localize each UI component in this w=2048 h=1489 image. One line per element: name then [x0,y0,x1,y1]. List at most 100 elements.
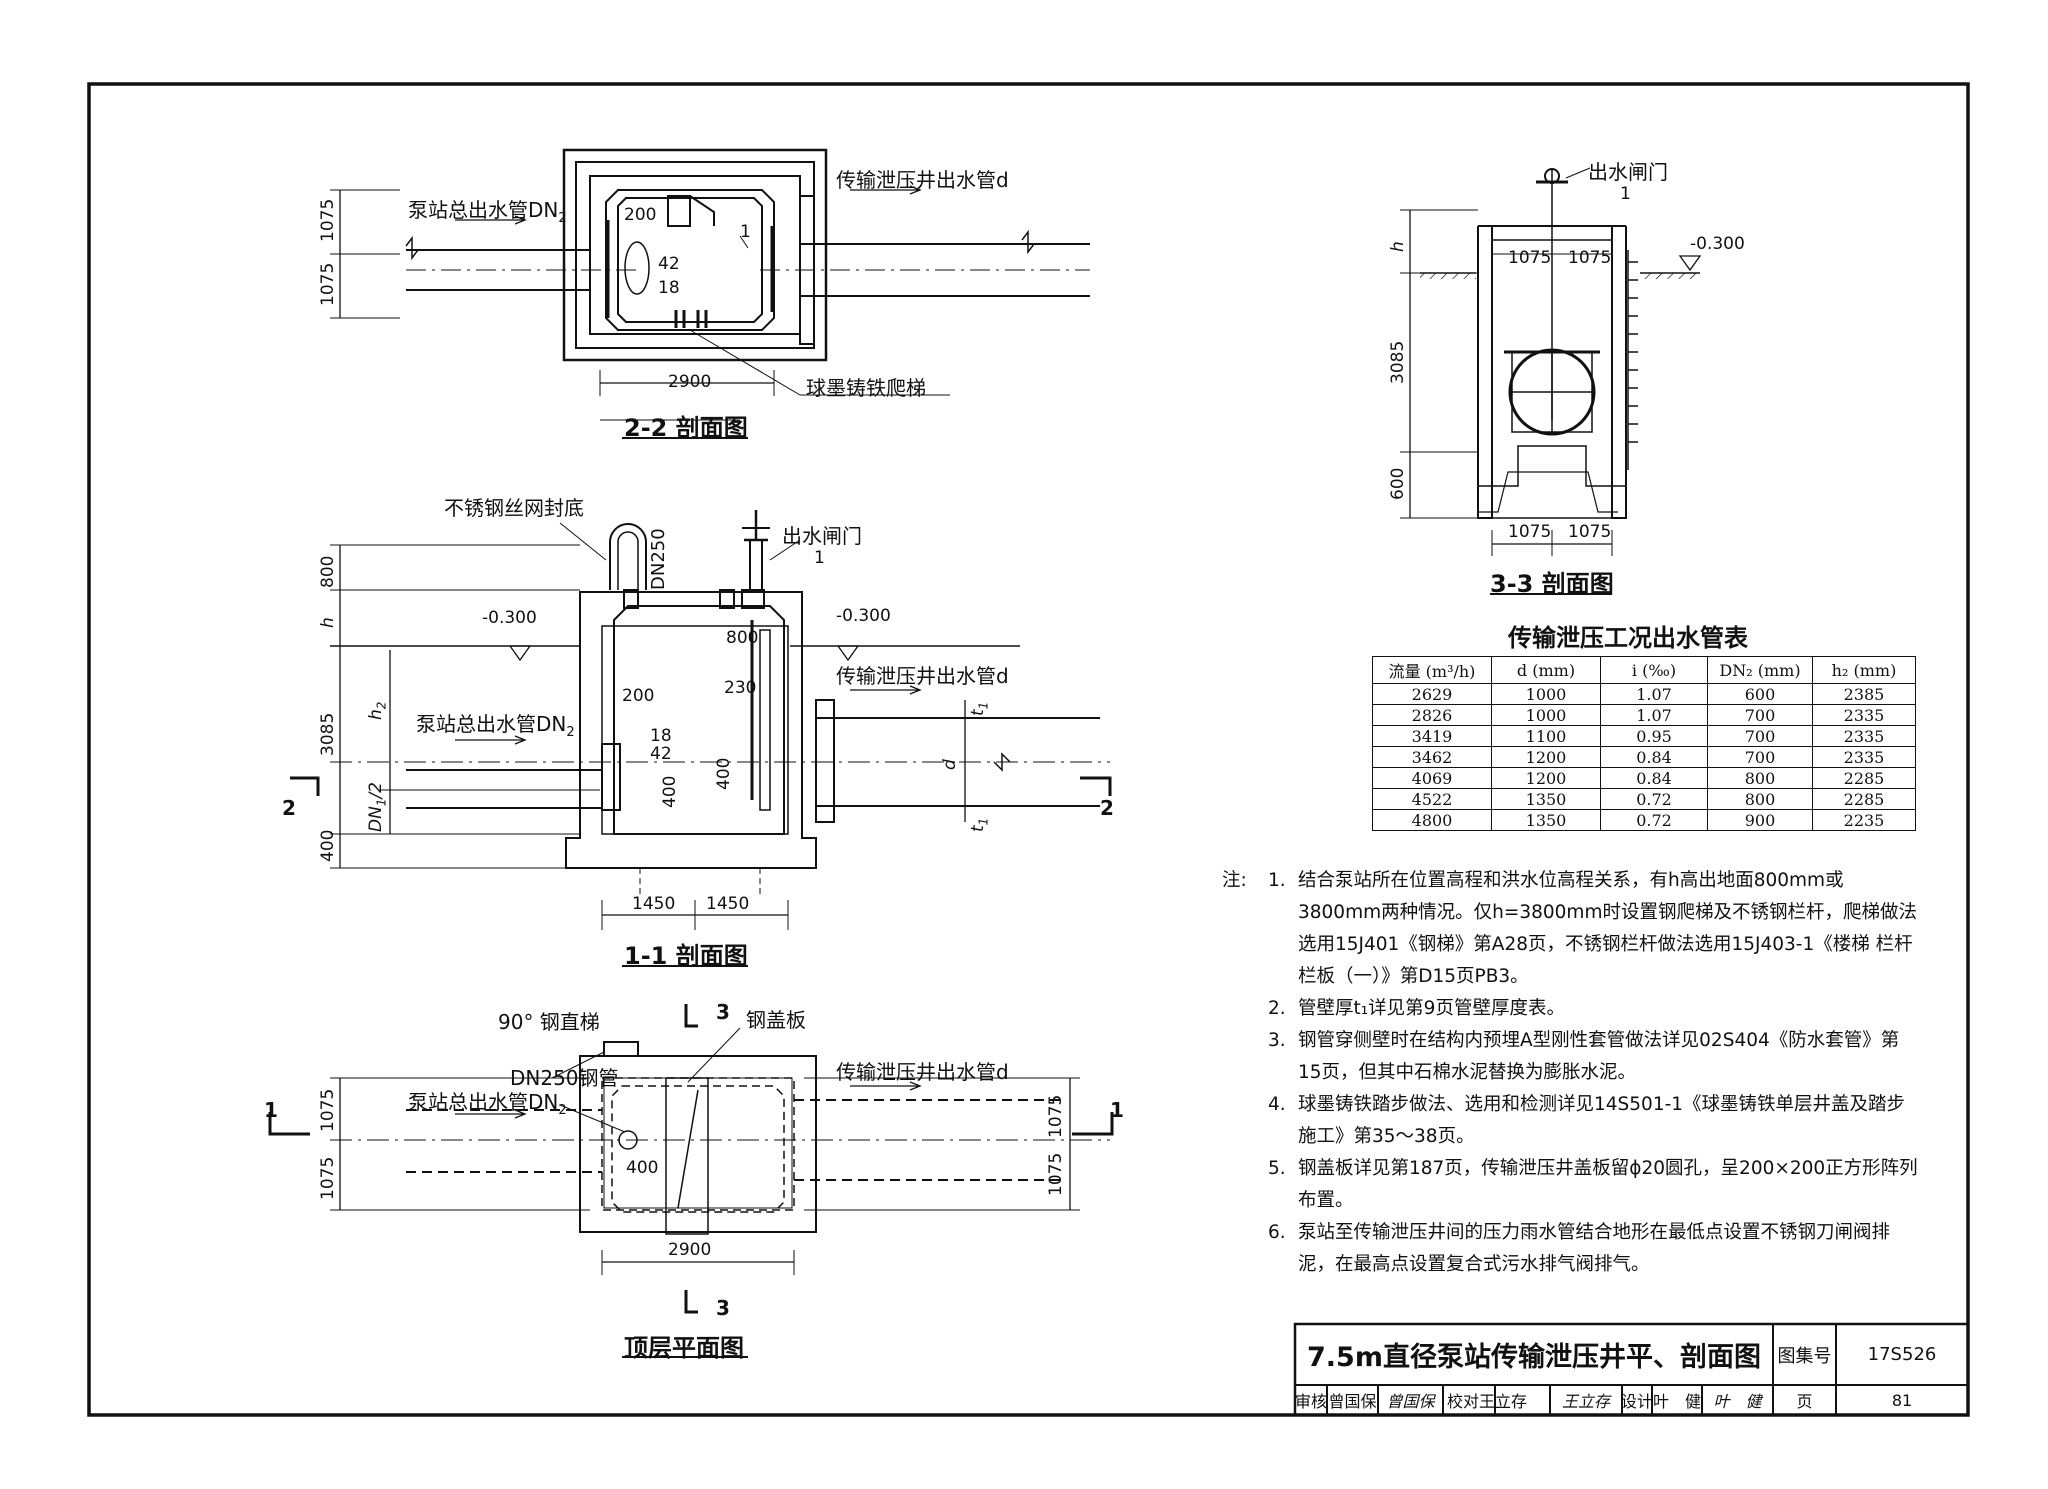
reviewer-signature: 曾国保 [1386,1392,1435,1411]
pump-outlet-label-plan: 泵站总出水管DN2 [408,1090,567,1118]
table-cell: 0.84 [1600,767,1708,789]
section-mark-1-left: 1 [264,1098,278,1122]
ductile-ladder-label: 球墨铸铁爬梯 [806,376,926,400]
note-num: 5. [1268,1158,1286,1179]
section-mark-3-bottom: 3 [716,1296,730,1320]
steel-ladder-label: 90° 钢直梯 [498,1010,600,1034]
dim-1450-right: 1450 [706,894,750,914]
table-cell: 2335 [1812,746,1916,768]
dim-2900-plan: 2900 [668,1240,712,1260]
checker-name: 王立存 [1479,1392,1528,1411]
page-label: 页 [1796,1392,1813,1411]
table-cell: 1.07 [1600,704,1708,726]
dim-1075-33-bot-r: 1075 [1568,522,1612,542]
note-text: 钢盖板详见第187页，传输泄压井盖板留ϕ20圆孔，呈200×200正方形阵列布置… [1298,1158,1918,1211]
dim-1075-plan-l2: 1075 [318,1156,338,1200]
dim-1075-33-top-r: 1075 [1568,248,1612,268]
title-block: 7.5m直径泵站传输泄压井平、剖面图 图集号 17S526 审核 曾国保 曾国保… [1295,1324,1965,1414]
dim-400-11-inner: 400 [660,775,680,808]
atlas-label: 图集号 [1777,1345,1832,1367]
dim-1075-22-bot: 1075 [318,262,338,306]
dim-1075-33-bot-l: 1075 [1508,522,1552,542]
table-cell: 2385 [1812,683,1916,705]
h-11: h [318,617,338,628]
note-text: 结合泵站所在位置高程和洪水位高程关系，有h高出地面800mm或3800mm两种情… [1298,870,1917,987]
table-cell: 4522 [1372,788,1492,810]
section-mark-2-left: 2 [282,796,296,820]
col-h2: h₂ (mm) [1812,656,1916,684]
notes-lead: 注: [1222,870,1247,891]
note-text: 泵站至传输泄压井间的压力雨水管结合地形在最低点设置不锈钢刀闸阀排泥，在最高点设置… [1298,1222,1891,1275]
section-3-3-title: 3-3 剖面图 [1490,570,1614,598]
table-cell: 2285 [1812,767,1916,789]
pipe-table-title: 传输泄压工况出水管表 [1508,624,1748,652]
gate-num-33: 1 [1620,184,1631,204]
section-3-3-drawing [1400,167,1702,556]
table-cell: 2285 [1812,788,1916,810]
checker-signature: 王立存 [1561,1392,1610,1411]
t1-top-11: t1 [968,701,991,716]
dim-42-11: 42 [650,744,672,764]
table-cell: 3462 [1372,746,1492,768]
dim-1075-22-top: 1075 [318,198,338,242]
table-cell: 1000 [1491,704,1601,726]
d-11: d [940,759,960,770]
design-label: 设计 [1621,1392,1654,1411]
table-cell: 2629 [1372,683,1492,705]
dim-3085-33: 3085 [1388,340,1408,384]
dim-42-22: 42 [658,254,680,274]
note-num: 1. [1268,870,1286,891]
gate-num-11: 1 [814,548,825,568]
pump-outlet-label-11: 泵站总出水管DN2 [416,712,575,740]
note-item: 4.球墨铸铁踏步做法、选用和检测详见14S501-1《球墨铸铁单层井盖及踏步施工… [1268,1089,1922,1153]
section-mark-1-right: 1 [1110,1098,1124,1122]
note-num: 6. [1268,1222,1286,1243]
note-text: 球墨铸铁踏步做法、选用和检测详见14S501-1《球墨铸铁单层井盖及踏步施工》第… [1298,1094,1906,1147]
note-item: 6. 泵站至传输泄压井间的压力雨水管结合地形在最低点设置不锈钢刀闸阀排泥，在最高点… [1268,1217,1922,1281]
table-cell: 1200 [1491,746,1601,768]
dn1-half-11: DN1/2 [366,782,389,832]
table-cell: 700 [1707,725,1813,747]
table-cell: 0.84 [1600,746,1708,768]
designer-signature: 叶 健 [1713,1392,1762,1411]
col-dn2: DN₂ (mm) [1707,656,1813,684]
pump-outlet-label-22: 泵站总出水管DN2 [408,198,567,226]
elev-left-11: -0.300 [482,608,537,628]
note-text: 钢管穿侧壁时在结构内预埋A型刚性套管做法详见02S404《防水套管》第15页，但… [1298,1030,1900,1083]
dim-18-22: 18 [658,278,680,298]
dn250-label: DN250 [648,528,669,590]
dim-400-11-left: 400 [318,829,338,862]
table-cell: 1200 [1491,767,1601,789]
table-cell: 900 [1707,809,1813,831]
table-cell: 4069 [1372,767,1492,789]
dim-3085-11: 3085 [318,712,338,756]
h2-11: h2 [366,701,389,720]
note-num: 2. [1268,998,1286,1019]
col-flow: 流量 (m³/h) [1372,656,1492,684]
dim-2900-22: 2900 [668,372,712,392]
table-cell: 2335 [1812,725,1916,747]
review-label: 审核 [1295,1392,1328,1411]
table-cell: 800 [1707,788,1813,810]
table-cell: 2826 [1372,704,1492,726]
dim-600-33: 600 [1388,467,1408,500]
dim-200-22: 200 [624,205,657,225]
plan-title: 顶层平面图 [624,1334,744,1362]
steel-cover-label: 钢盖板 [746,1008,806,1032]
stainless-mesh-label: 不锈钢丝网封底 [444,496,584,520]
col-slope: i (‰) [1600,656,1708,684]
transfer-outlet-label-plan: 传输泄压井出水管d [836,1060,1009,1084]
dim-800-11: 800 [318,555,338,588]
table-cell: 2235 [1812,809,1916,831]
dim-1075-plan-r1: 1075 [1046,1094,1066,1138]
dim-400-plan: 400 [626,1158,659,1178]
atlas-number: 17S526 [1867,1344,1937,1365]
table-cell: 1350 [1491,809,1601,831]
designer-name: 叶 健 [1652,1392,1701,1411]
table-cell: 0.72 [1600,788,1708,810]
